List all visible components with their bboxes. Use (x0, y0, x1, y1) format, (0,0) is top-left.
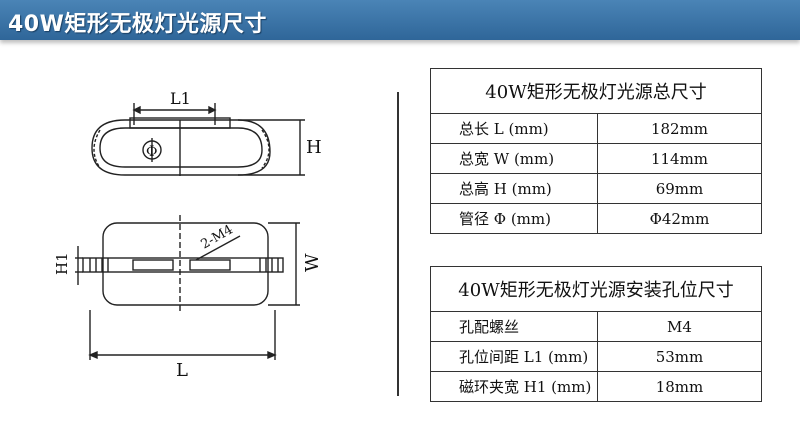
table-row: 管径 Φ (mm)Φ42mm (430, 203, 762, 234)
row-key: 孔配螺丝 (430, 311, 598, 342)
label-h: H (306, 137, 322, 158)
table-row: 总宽 W (mm)114mm (430, 143, 762, 174)
row-key: 孔位间距 L1 (mm) (430, 341, 598, 372)
label-w: W (302, 253, 323, 272)
row-value: Φ42mm (597, 203, 762, 234)
table-row: 磁环夹宽 H1 (mm)18mm (430, 371, 762, 402)
row-value: M4 (597, 311, 762, 342)
row-value: 53mm (597, 341, 762, 372)
table-row: 总高 H (mm)69mm (430, 173, 762, 204)
title-banner: 40W矩形无极灯光源尺寸 (0, 0, 800, 40)
label-l1: L1 (170, 89, 191, 108)
label-l: L (176, 360, 188, 381)
row-value: 18mm (597, 371, 762, 402)
table-row: 总长 L (mm)182mm (430, 113, 762, 144)
row-key: 总长 L (mm) (430, 113, 598, 144)
divider (397, 92, 399, 396)
label-h1: H1 (53, 252, 71, 275)
size-table: 40W矩形无极灯光源总尺寸 总长 L (mm)182mm 总宽 W (mm)11… (430, 68, 762, 234)
table-row: 孔位间距 L1 (mm)53mm (430, 341, 762, 372)
row-value: 69mm (597, 173, 762, 204)
row-value: 182mm (597, 113, 762, 144)
dimension-drawing: L1 H 2-M4 H1 W L Φ (53, 89, 323, 381)
top-view (75, 215, 300, 360)
hole-table-title: 40W矩形无极灯光源安装孔位尺寸 (430, 266, 762, 312)
size-table-title: 40W矩形无极灯光源总尺寸 (430, 68, 762, 114)
row-key: 磁环夹宽 H1 (mm) (430, 371, 598, 402)
row-key: 总高 H (mm) (430, 173, 598, 204)
row-value: 114mm (597, 143, 762, 174)
row-key: 总宽 W (mm) (430, 143, 598, 174)
page-title: 40W矩形无极灯光源尺寸 (8, 12, 267, 37)
row-key: 管径 Φ (mm) (430, 203, 598, 234)
label-phi: Φ (146, 144, 157, 160)
side-view (91, 103, 305, 176)
